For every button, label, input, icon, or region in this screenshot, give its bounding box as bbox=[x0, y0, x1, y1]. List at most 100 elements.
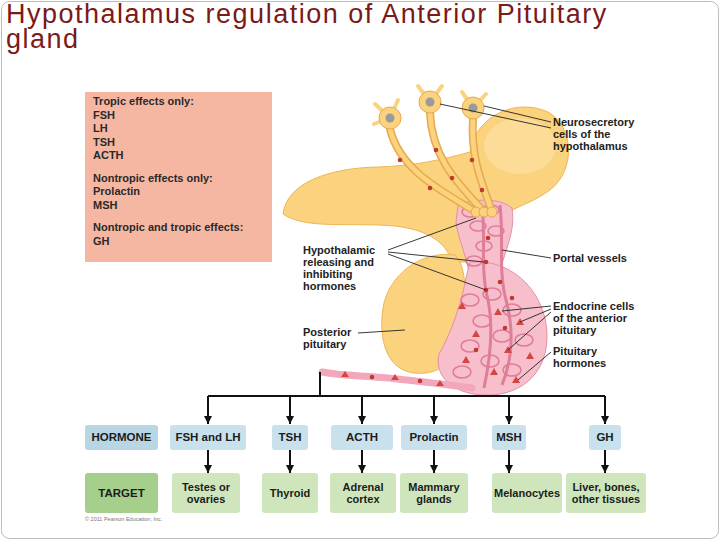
capillary-loop bbox=[470, 221, 486, 231]
box-text: Testes or ovaries bbox=[174, 481, 238, 506]
hormone-target-arrow bbox=[207, 450, 209, 473]
branch-arrow bbox=[207, 396, 209, 424]
branch-bar bbox=[208, 395, 605, 397]
hormone-dot bbox=[398, 158, 403, 163]
box-text: FSH and LH bbox=[175, 431, 240, 444]
box-text: Adrenal cortex bbox=[332, 481, 394, 506]
box-text: TSH bbox=[279, 431, 302, 444]
box-text: HORMONE bbox=[91, 431, 151, 444]
endocrine-cell bbox=[490, 368, 498, 375]
leader-line bbox=[502, 250, 551, 258]
leader-line bbox=[388, 254, 486, 290]
capillary-loop bbox=[488, 226, 504, 236]
capillary-loop bbox=[473, 315, 491, 327]
cell-body bbox=[419, 91, 441, 113]
hormone-dot bbox=[418, 379, 423, 384]
branch-arrow bbox=[289, 396, 291, 424]
hormone-dot bbox=[450, 176, 455, 181]
copyright-note: © 2011 Pearson Education, Inc. bbox=[85, 516, 245, 522]
axon-outline bbox=[473, 119, 492, 212]
hormone-dot bbox=[480, 188, 485, 193]
capillary-loop bbox=[503, 364, 521, 376]
capillary-loop bbox=[481, 355, 499, 367]
box-text: ACTH bbox=[346, 431, 378, 444]
hormone-dot bbox=[474, 348, 479, 353]
callout-label: Posterior pituitary bbox=[303, 326, 363, 350]
endocrine-cell bbox=[494, 308, 502, 315]
hormone-dot bbox=[486, 236, 491, 241]
leader-line bbox=[388, 252, 484, 262]
callout-label: Endocrine cells of the anterior pituitar… bbox=[553, 300, 643, 336]
hormone-dot bbox=[428, 186, 433, 191]
branch-arrow bbox=[604, 396, 606, 424]
hormone-dot bbox=[510, 296, 515, 301]
list-entry: Prolactin bbox=[93, 185, 264, 199]
anterior-pituitary bbox=[438, 262, 547, 395]
hormone-target-arrow bbox=[361, 450, 363, 473]
leader-line bbox=[502, 306, 551, 311]
list-entry: LH bbox=[93, 122, 264, 136]
hormone-dot bbox=[503, 326, 508, 331]
capillary-loop bbox=[453, 366, 471, 378]
endocrine-cell bbox=[472, 330, 480, 337]
box-text: MSH bbox=[496, 431, 522, 444]
hormone-dot bbox=[484, 260, 489, 265]
list-entry: Tropic effects only: bbox=[93, 95, 264, 109]
hormone-target-arrow bbox=[433, 450, 435, 473]
box-text: GH bbox=[596, 431, 613, 444]
list-entry: ACTH bbox=[93, 149, 264, 163]
leader-lines bbox=[358, 104, 551, 380]
list-entry: GH bbox=[93, 235, 264, 249]
list-entry: TSH bbox=[93, 136, 264, 150]
target-box: Melanocytes bbox=[492, 473, 562, 513]
axon-terminal bbox=[487, 207, 497, 217]
axons bbox=[390, 113, 492, 212]
hormone-target-arrow bbox=[604, 450, 606, 473]
pituitary-hormone bbox=[391, 374, 399, 380]
leader-line bbox=[358, 330, 405, 333]
endocrine-cell bbox=[458, 302, 466, 309]
branch-stem bbox=[319, 372, 321, 396]
capillary-network bbox=[453, 205, 533, 378]
pituitary-hormone bbox=[341, 371, 349, 377]
endocrine-cell bbox=[526, 352, 534, 359]
capillary-loop bbox=[493, 330, 511, 342]
hormone-box: Prolactin bbox=[401, 425, 467, 450]
hormone-target-arrow bbox=[508, 450, 510, 473]
leader-line bbox=[508, 312, 551, 350]
box-text: Liver, bones, other tissues bbox=[568, 481, 644, 506]
hormone-box: TSH bbox=[272, 425, 308, 450]
branch-arrow bbox=[508, 396, 510, 424]
hormone-target-arrow bbox=[289, 450, 291, 473]
hormone-box: ACTH bbox=[331, 425, 393, 450]
hormone-box: FSH and LH bbox=[170, 425, 246, 450]
target-box: Adrenal cortex bbox=[330, 473, 396, 513]
branch-arrow bbox=[361, 396, 363, 424]
hormone-box: MSH bbox=[492, 425, 526, 450]
hormone-dot bbox=[434, 148, 439, 153]
leader-line bbox=[520, 309, 551, 322]
box-text: TARGET bbox=[98, 487, 144, 500]
axon bbox=[473, 119, 492, 212]
cell-body bbox=[379, 107, 401, 129]
list-entry: FSH bbox=[93, 109, 264, 123]
branch-arrow bbox=[433, 396, 435, 424]
list-entry: MSH bbox=[93, 199, 264, 213]
leader-line bbox=[518, 352, 551, 380]
endocrine-cells bbox=[341, 302, 534, 386]
row-header-box: TARGET bbox=[85, 473, 158, 513]
endocrine-cell bbox=[516, 318, 524, 325]
box-text: Thyroid bbox=[270, 487, 310, 500]
endocrine-cell bbox=[462, 356, 470, 363]
slide-title: Hypothalamus regulation of Anterior Pitu… bbox=[6, 2, 656, 52]
hormone-dot bbox=[370, 375, 375, 380]
callout-label: Portal vessels bbox=[553, 252, 663, 264]
box-text: Melanocytes bbox=[494, 487, 560, 500]
leader-line bbox=[484, 106, 551, 122]
capillary-loop bbox=[461, 340, 479, 352]
callout-label: Neurosecretory cells of the hypothalamus bbox=[553, 116, 648, 152]
target-box: Liver, bones, other tissues bbox=[566, 473, 646, 513]
outflow-vessel bbox=[322, 372, 472, 388]
